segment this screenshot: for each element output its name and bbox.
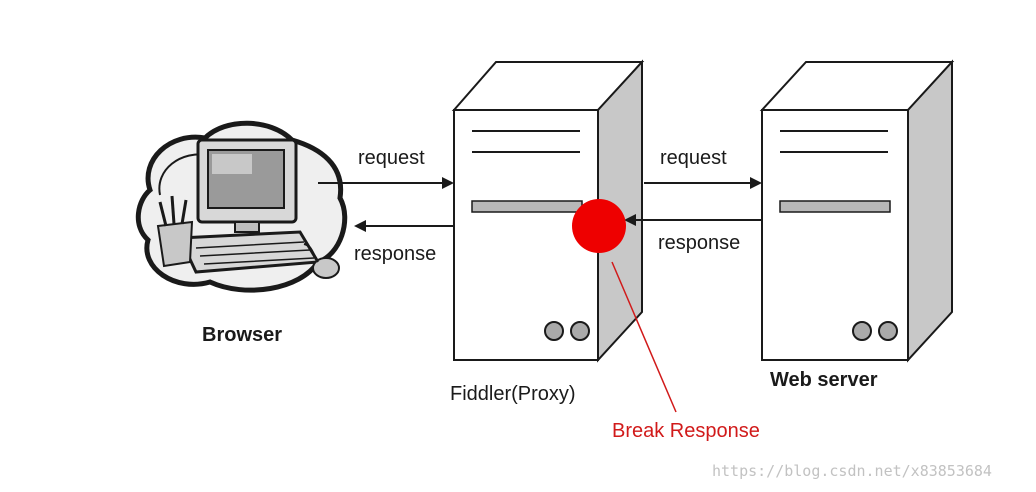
break-response-label: Break Response	[612, 420, 760, 442]
server-icon	[759, 59, 955, 363]
browser-label: Browser	[202, 324, 283, 346]
request-label-left: request	[358, 147, 425, 169]
response-label-right: response	[658, 232, 741, 254]
breakpoint-icon	[572, 199, 626, 253]
watermark: https://blog.csdn.net/x83853684	[712, 462, 992, 480]
computer-icon	[135, 120, 348, 293]
annotation-line	[611, 261, 677, 413]
web-server-label: Web server	[770, 369, 878, 391]
proxy-label: Fiddler(Proxy)	[450, 383, 576, 405]
response-label-left: response	[354, 243, 437, 265]
request-label-right: request	[660, 147, 727, 169]
